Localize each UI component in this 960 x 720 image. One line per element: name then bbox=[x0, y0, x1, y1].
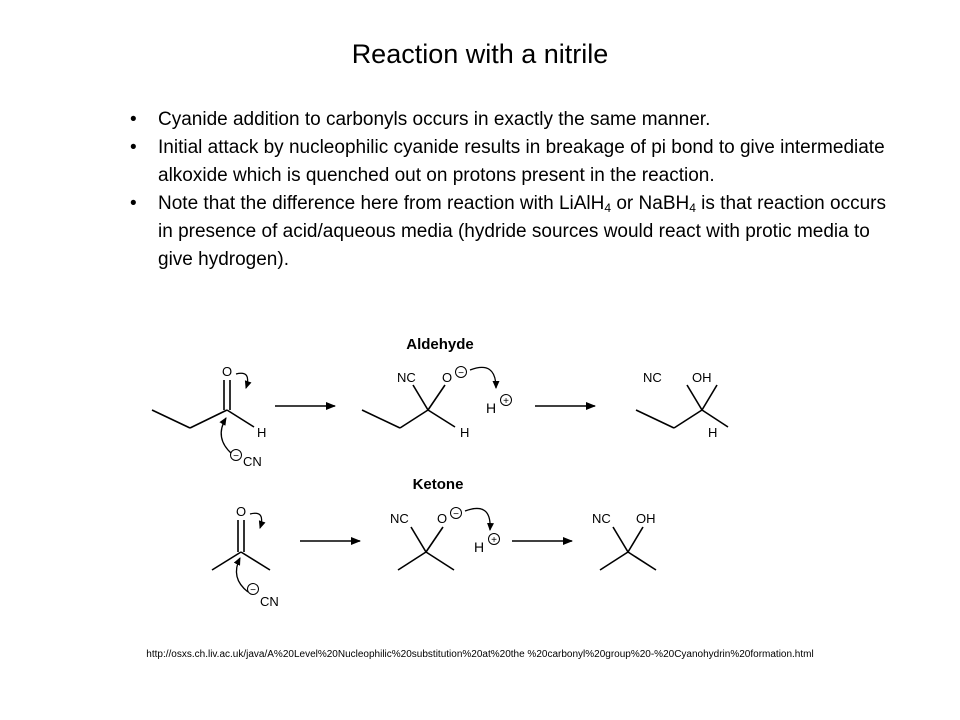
bullet-item: Initial attack by nucleophilic cyanide r… bbox=[130, 134, 900, 190]
negative-charge-icon: − bbox=[455, 366, 467, 379]
ketone-label: Ketone bbox=[412, 476, 464, 493]
ketone-alkoxide-molecule bbox=[397, 526, 455, 571]
positive-charge-icon: + bbox=[500, 394, 512, 407]
aldehyde-hydrogen: H bbox=[257, 425, 266, 440]
aldehyde-label: Aldehyde bbox=[406, 336, 474, 353]
propanal-molecule bbox=[151, 380, 255, 429]
ketone-cyanohydrin-molecule bbox=[599, 526, 657, 571]
svg-text:−: − bbox=[250, 585, 256, 596]
protonation-arrow bbox=[464, 507, 494, 531]
nitrile-label: NC bbox=[397, 370, 416, 385]
svg-text:+: + bbox=[491, 535, 497, 546]
product-nitrile-label: NC bbox=[592, 511, 611, 526]
cyanide-attack-arrow bbox=[219, 417, 233, 455]
bullet-item: Cyanide addition to carbonyls occurs in … bbox=[130, 106, 900, 134]
alkoxide-oxygen: O bbox=[442, 370, 452, 385]
product-nitrile-label: NC bbox=[643, 370, 662, 385]
proton-label: H bbox=[474, 539, 484, 555]
svg-text:+: + bbox=[503, 396, 509, 407]
aldehyde-oxygen: O bbox=[222, 364, 232, 379]
bullet-item: Note that the difference here from react… bbox=[130, 190, 900, 274]
ketone-oxygen: O bbox=[236, 504, 246, 519]
aldehyde-alkoxide-molecule bbox=[361, 384, 456, 429]
negative-charge-icon: − bbox=[450, 507, 462, 520]
product-hydroxyl-label: OH bbox=[692, 370, 712, 385]
alkoxide-oxygen: O bbox=[437, 511, 447, 526]
slide-title: Reaction with a nitrile bbox=[351, 39, 609, 69]
aldehyde-cyanohydrin-molecule bbox=[635, 384, 729, 429]
reaction-scheme-svg: O H − CN NC O − H H + bbox=[151, 364, 729, 609]
negative-charge-icon: − bbox=[247, 583, 259, 596]
protonation-arrow bbox=[469, 366, 500, 389]
product-hydrogen: H bbox=[708, 425, 717, 440]
positive-charge-icon: + bbox=[488, 533, 500, 546]
svg-text:−: − bbox=[453, 509, 459, 520]
cyanide-attack-arrow bbox=[233, 557, 249, 593]
alkoxide-hydrogen: H bbox=[460, 425, 469, 440]
cyanide-label: CN bbox=[260, 594, 279, 609]
pi-bond-arrow bbox=[235, 372, 252, 389]
bullet-list: Cyanide addition to carbonyls occurs in … bbox=[130, 106, 900, 274]
product-hydroxyl-label: OH bbox=[636, 511, 656, 526]
nitrile-label: NC bbox=[390, 511, 409, 526]
svg-text:−: − bbox=[458, 368, 464, 379]
pi-bond-arrow bbox=[249, 512, 266, 529]
proton-label: H bbox=[486, 400, 496, 416]
cyanide-label: CN bbox=[243, 454, 262, 469]
negative-charge-icon: − bbox=[230, 449, 242, 462]
source-url: http://osxs.ch.liv.ac.uk/java/A%20Level%… bbox=[146, 649, 814, 660]
acetone-molecule bbox=[211, 520, 271, 571]
svg-text:−: − bbox=[233, 451, 239, 462]
reaction-diagram: Aldehyde Ketone O H − CN bbox=[140, 330, 740, 610]
